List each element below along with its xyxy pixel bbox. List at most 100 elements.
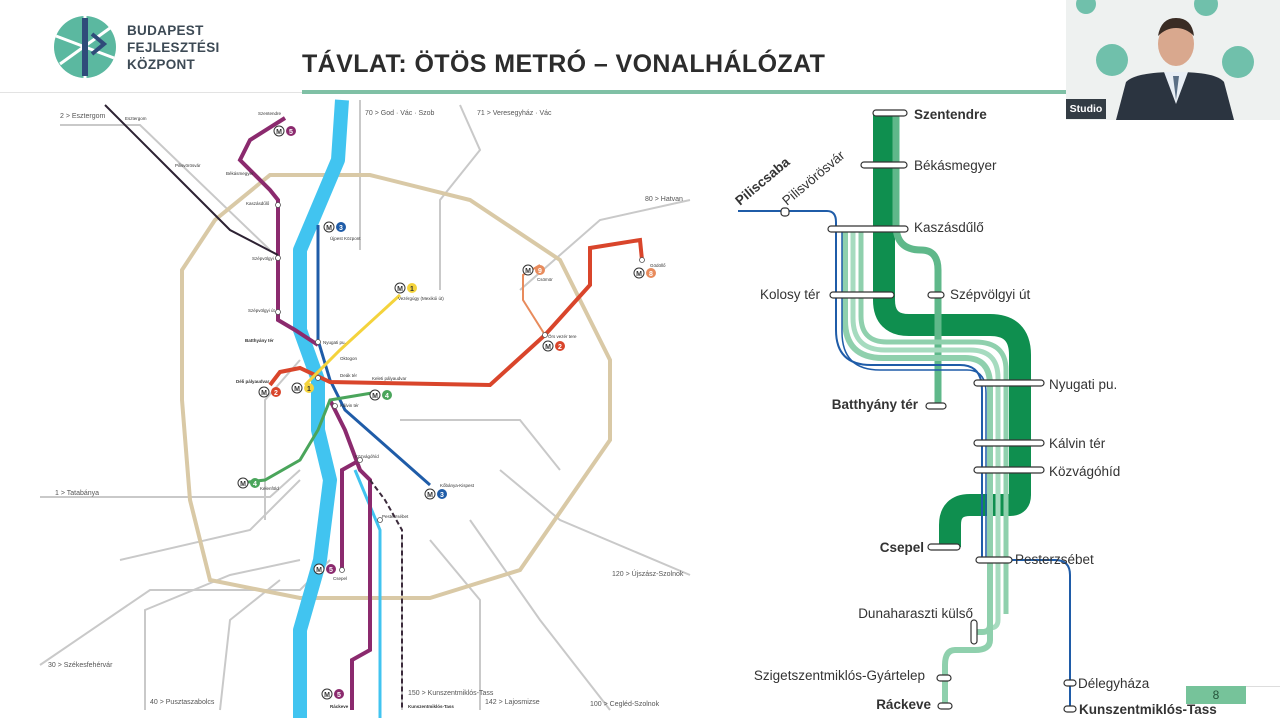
rail-label-esztergom: 2 > Esztergom <box>60 113 105 120</box>
station-kaszasdulo: Kaszásdűlő <box>914 220 984 235</box>
schematic-station-markers <box>780 109 1077 713</box>
station-csepel: Csepel <box>880 540 924 555</box>
presenter-video-feed <box>1066 0 1280 120</box>
title-underline <box>302 90 1068 94</box>
geo-station-szepvolgyi-2: Szépvölgyi út <box>248 308 276 313</box>
geo-station-dots <box>275 202 645 573</box>
schematic-station-labels: Szentendre Békásmegyer Kaszásdűlő Kolosy… <box>732 107 1217 717</box>
m9-badge-letter: M <box>525 268 531 275</box>
m5-line-north <box>237 116 320 347</box>
rail-label-hatvan: 80 > Hatvan <box>645 196 683 203</box>
station-nyugati: Nyugati pu. <box>1049 377 1117 392</box>
danube-river <box>293 99 349 718</box>
organization-name: BUDAPEST FEJLESZTÉSI KÖZPONT <box>127 22 220 73</box>
schematic-hev-line-east <box>982 559 1071 712</box>
m4-badge-west-number: 4 <box>253 481 257 488</box>
rail-label-lajosmizse: 142 > Lajosmizse <box>485 699 540 706</box>
m3-badge-south-letter: M <box>427 492 433 499</box>
rail-label-szekesfehervar: 30 > Székesfehérvár <box>48 662 113 669</box>
organization-logo: BUDAPEST FEJLESZTÉSI KÖZPONT <box>52 14 232 80</box>
geo-station-deak: Deák tér <box>340 373 358 378</box>
station-bekasmegyer: Békásmegyer <box>914 158 997 173</box>
geo-station-batthyany: Batthyány tér <box>245 338 274 343</box>
station-kalvin: Kálvin tér <box>1049 436 1106 451</box>
station-kolosy: Kolosy tér <box>760 287 821 302</box>
m2-line <box>268 237 644 388</box>
geo-station-oktogon: Oktogon <box>340 356 358 361</box>
m4-badge-west-letter: M <box>240 481 246 488</box>
m5-badge-csepel-letter: M <box>316 567 322 574</box>
geo-station-ujpest: Újpest Központ <box>330 235 361 241</box>
m1-badge-center-letter: M <box>294 386 300 393</box>
m4-badge-east-letter: M <box>372 393 378 400</box>
schematic-bundle-middle <box>850 228 1001 631</box>
m5-line-csepel <box>340 458 361 570</box>
geo-station-kozvagohid: Közvágóhíd <box>355 454 379 459</box>
rail-label-god: 70 > God · Vác · Szob <box>365 110 435 117</box>
presenter-video-frame <box>1066 0 1280 120</box>
m5-badge-csepel-number: 5 <box>329 567 333 574</box>
m1-badge-north-letter: M <box>397 286 403 293</box>
outer-ring-line <box>180 173 612 600</box>
station-delegyhaza: Délegyháza <box>1078 676 1150 691</box>
geo-station-nyugati: Nyugati pu. <box>323 340 346 345</box>
geo-station-rackeve: Ráckeve <box>330 704 349 709</box>
geo-station-ors: Örs vezér tere <box>548 333 577 339</box>
geo-station-kobanya: Kőbánya-Kispest <box>440 483 475 488</box>
m2-badge-east-letter: M <box>545 344 551 351</box>
geo-station-esztergom: Esztergom <box>125 116 147 121</box>
schematic-bundle-inner <box>858 228 1009 614</box>
organization-line-3: KÖZPONT <box>127 57 196 72</box>
page-number: 8 <box>1186 686 1246 704</box>
organization-line-1: BUDAPEST <box>127 23 204 38</box>
studio-badge: Studio <box>1066 99 1106 119</box>
geo-station-kelenfold: Kelenföld <box>260 486 279 491</box>
station-rackeve: Ráckeve <box>876 697 931 712</box>
m4-badge-east-number: 4 <box>385 393 389 400</box>
geo-station-szepvolgyi: Szépvölgyi út <box>252 256 280 261</box>
logo-emblem-icon <box>54 16 116 78</box>
geo-station-kalvin: Kálvin tér <box>340 403 359 408</box>
slide-title: TÁVLAT: ÖTÖS METRÓ – VONALHÁLÓZAT <box>302 50 826 78</box>
station-kozvagohid: Közvágóhíd <box>1049 464 1120 479</box>
geo-station-csepel: Csepel <box>333 576 347 581</box>
m5-badge-top-letter: M <box>276 129 282 136</box>
header-divider <box>0 92 302 93</box>
suburban-line-esztergom <box>104 104 279 256</box>
geo-station-vezer: Vezérgúgy (Mexikói út) <box>398 296 444 301</box>
danube-ra-arm <box>353 469 382 718</box>
station-pilisvorosvar: Pilisvörösvár <box>779 147 848 208</box>
rail-network <box>39 100 691 711</box>
geo-station-labels: Esztergom Pilisvörösvár Szentendre Békás… <box>125 111 666 709</box>
m5-badge-top-number: 5 <box>289 129 293 136</box>
station-dunaharaszti: Dunaharaszti külső <box>858 606 973 621</box>
geographic-network-map: 2 > Esztergom 70 > God · Vác · Szob 71 >… <box>39 99 691 718</box>
organization-line-2: FEJLESZTÉSI <box>127 40 220 55</box>
station-pesterzsebet: Pesterzsébet <box>1015 552 1094 567</box>
m3-badge-north-number: 3 <box>339 225 343 232</box>
m2-badge-west-letter: M <box>261 390 267 397</box>
geo-station-deli: Déli pályaudvar <box>236 379 270 384</box>
station-batthyany: Batthyány tér <box>832 397 919 412</box>
m2-badge-west-number: 2 <box>274 390 278 397</box>
rail-label-tatabanya: 1 > Tatabánya <box>55 490 99 497</box>
m5-line-south <box>328 399 372 710</box>
rail-label-kunszentmiklos: 150 > Kunszentmiklós-Tass <box>408 690 494 697</box>
m2-badge-east-number: 2 <box>558 344 562 351</box>
geo-station-keleti: Keleti pályaudvar <box>372 376 407 381</box>
rail-label-veresegyhaz: 71 > Veresegyház · Vác <box>477 110 552 117</box>
station-szentendre: Szentendre <box>914 107 987 122</box>
schematic-main-line <box>873 114 1031 547</box>
geo-station-godollo: Gödöllő <box>650 263 666 268</box>
geo-station-szentendre: Szentendre <box>258 111 282 116</box>
rail-label-ujszasz: 120 > Újszász-Szolnok <box>612 569 684 578</box>
geo-station-cinkota: Csömör <box>537 277 553 282</box>
